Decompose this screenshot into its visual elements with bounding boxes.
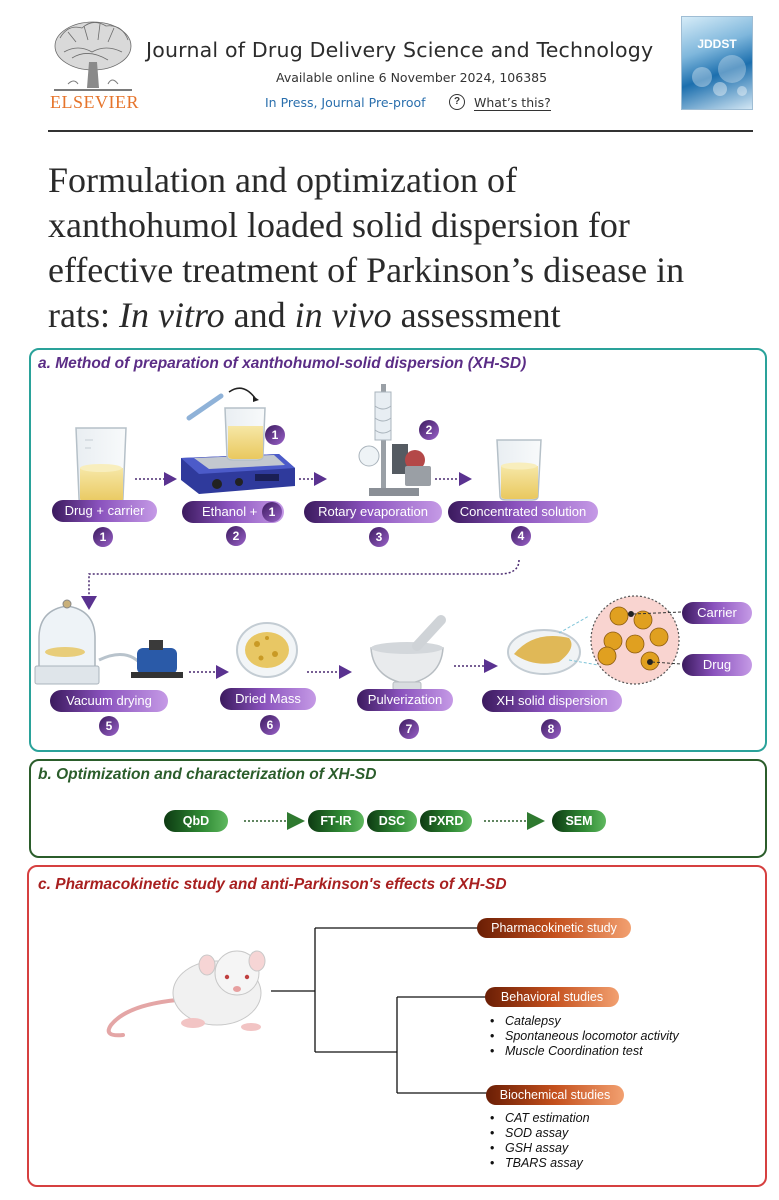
rotary-evaporator-icon (358, 384, 431, 496)
header-divider (48, 130, 753, 132)
cover-abbrev: JDDST (697, 37, 737, 51)
whats-this-link[interactable]: What’s this? (474, 95, 551, 111)
journal-preproof-link[interactable]: In Press, Journal Pre-proof (265, 95, 426, 110)
badge-sem: SEM (552, 810, 606, 832)
list-item: Spontaneous locomotor activity (490, 1029, 679, 1043)
badge-ftir: FT-IR (308, 810, 364, 832)
beaker-icon (496, 439, 542, 501)
step-number-5: 5 (99, 716, 119, 736)
label-pharmacokinetic: Pharmacokinetic study (477, 918, 631, 938)
list-item: SOD assay (490, 1126, 568, 1140)
step-number-2: 2 (226, 526, 246, 546)
step-label-rotary: Rotary evaporation (304, 501, 442, 523)
panel-b-arrows (244, 812, 545, 830)
step-number-8: 8 (541, 719, 561, 739)
list-item: Muscle Coordination test (490, 1044, 643, 1058)
panel-c-title: c. Pharmacokinetic study and anti-Parkin… (38, 876, 507, 893)
beaker-icon (75, 427, 127, 505)
step-badge-evaporator: 2 (419, 420, 439, 440)
step-badge-beaker: 1 (265, 425, 285, 445)
title-line-2: xanthohumol loaded solid dispersion for (48, 205, 630, 245)
step-number-1: 1 (93, 527, 113, 547)
article-title: Formulation and optimization of xanthohu… (48, 158, 779, 338)
label-biochemical: Biochemical studies (486, 1085, 624, 1105)
journal-cover-icon[interactable]: JDDST (681, 16, 753, 110)
petri-dish-icon (507, 615, 605, 675)
step-number-4: 4 (511, 526, 531, 546)
publisher-name: ELSEVIER (50, 92, 139, 112)
list-item: Catalepsy (490, 1014, 560, 1028)
list-item: GSH assay (490, 1141, 568, 1155)
label-behavioral: Behavioral studies (485, 987, 619, 1007)
step-inline-number: 1 (262, 502, 282, 522)
rat-icon (106, 950, 266, 1038)
available-online: Available online 6 November 2024, 106385 (276, 70, 548, 85)
list-item: CAT estimation (490, 1111, 589, 1125)
badge-qbd: QbD (164, 810, 228, 832)
list-item: TBARS assay (490, 1156, 583, 1170)
panel-c-tree (106, 927, 489, 1094)
petri-dish-icon (236, 622, 298, 678)
title-line-4: rats: In vitro and in vivo assessment (48, 295, 561, 335)
callout-drug: Drug (682, 654, 752, 676)
step-number-7: 7 (399, 719, 419, 739)
title-line-3: effective treatment of Parkinson’s disea… (48, 250, 685, 290)
panel-a-illustrations (34, 384, 682, 691)
step-number-3: 3 (369, 527, 389, 547)
tree-logo-icon (54, 21, 132, 91)
panel-b-title: b. Optimization and characterization of … (38, 766, 377, 783)
callout-carrier: Carrier (682, 602, 752, 624)
stirrer-icon (181, 387, 295, 494)
mortar-pestle-icon (370, 615, 446, 691)
journal-title[interactable]: Journal of Drug Delivery Science and Tec… (146, 38, 654, 62)
step-label-vacuum: Vacuum drying (50, 690, 168, 712)
elsevier-logo: ELSEVIER (48, 18, 139, 114)
panel-a-title: a. Method of preparation of xanthohumol-… (38, 355, 527, 372)
step-number-6: 6 (260, 715, 280, 735)
step-label-drug-carrier: Drug + carrier (52, 500, 157, 522)
step-label-xh-sd: XH solid dispersion (482, 690, 622, 712)
step-label-dried: Dried Mass (220, 688, 316, 710)
step-label-pulverization: Pulverization (357, 689, 453, 711)
panel-b-characterization (29, 759, 767, 858)
magnifier-circle-icon (590, 595, 682, 685)
title-line-1: Formulation and optimization of (48, 160, 517, 200)
badge-dsc: DSC (367, 810, 417, 832)
step-label-concentrated: Concentrated solution (448, 501, 598, 523)
help-circle-icon[interactable]: ? (449, 94, 465, 110)
badge-pxrd: PXRD (420, 810, 472, 832)
panel-a-preparation (29, 348, 767, 752)
vacuum-desiccator-icon (34, 599, 183, 685)
step-label-ethanol: Ethanol + (182, 501, 284, 523)
panel-c-pharmacology (27, 865, 767, 1187)
